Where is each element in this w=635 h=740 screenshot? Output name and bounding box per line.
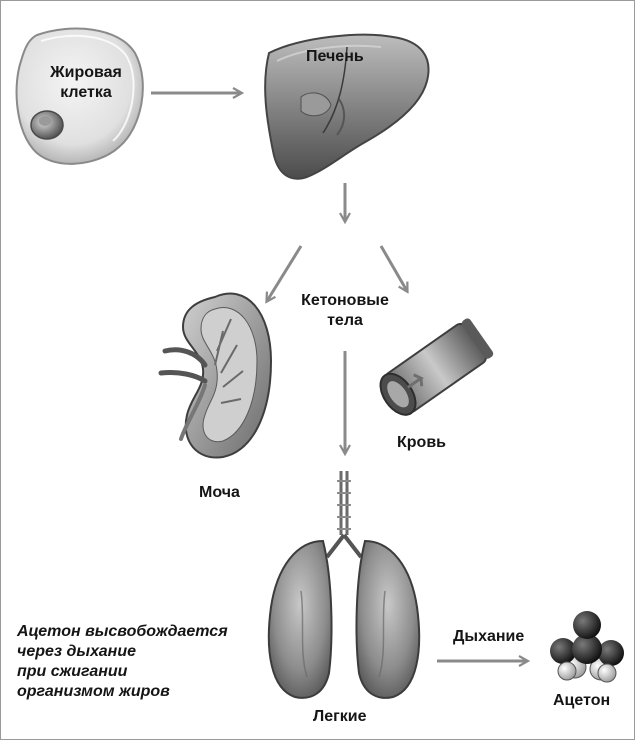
acetone-release-note: Ацетон высвобождается через дыхание при … <box>17 622 228 702</box>
lungs-illustration <box>269 471 419 698</box>
fat-cell-label: Жировая клетка <box>31 63 141 103</box>
blood-vessel-illustration <box>373 317 494 421</box>
urine-label: Моча <box>199 483 240 503</box>
arrow-to-blood <box>381 246 407 291</box>
lungs-label: Легкие <box>313 707 367 727</box>
liver-label: Печень <box>306 47 364 67</box>
breathing-label: Дыхание <box>453 627 524 647</box>
acetone-molecule-illustration <box>550 611 624 682</box>
acetone-label: Ацетон <box>553 691 610 711</box>
blood-label: Кровь <box>397 433 446 453</box>
ketone-bodies-label: Кетоновые тела <box>285 291 405 331</box>
kidney-illustration <box>161 294 271 458</box>
